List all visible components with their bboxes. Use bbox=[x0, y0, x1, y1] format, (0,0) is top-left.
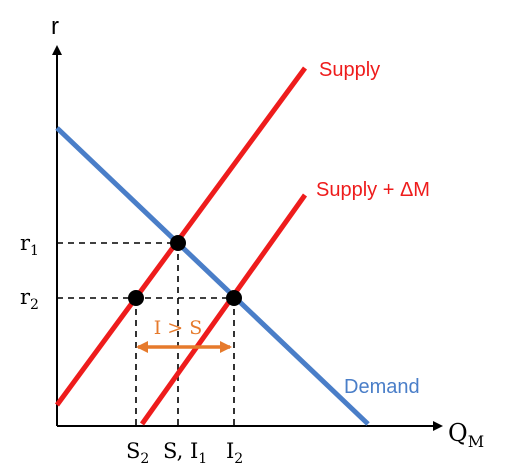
x-tick-s2-base: S bbox=[126, 439, 140, 463]
x-tick-i2: I2 bbox=[226, 439, 243, 467]
y-tick-r1-sub: 1 bbox=[30, 243, 39, 259]
y-tick-r2-base: r bbox=[20, 285, 31, 309]
point-s2 bbox=[128, 290, 144, 306]
y-axis-label: r bbox=[51, 13, 59, 40]
x-tick-s-i1: S, I1 bbox=[163, 439, 207, 467]
supply-label: Supply bbox=[319, 59, 380, 81]
y-tick-r2-sub: 2 bbox=[30, 297, 39, 313]
x-tick-i2-sub: 2 bbox=[234, 451, 243, 467]
x-axis-label-sub: M bbox=[468, 432, 484, 451]
demand-label: Demand bbox=[344, 376, 420, 398]
x-tick-s2-sub: 2 bbox=[140, 451, 149, 467]
supply-shift-curve bbox=[139, 193, 308, 426]
x-tick-i2-base: I bbox=[226, 439, 234, 463]
supply-shift-label: Supply + ΔM bbox=[316, 179, 430, 201]
demand-curve bbox=[55, 126, 370, 426]
y-tick-r1: r1 bbox=[20, 231, 39, 259]
equilibrium-point-1 bbox=[170, 235, 186, 251]
x-axis-label: QM bbox=[448, 419, 484, 451]
excess-investment-label: I > S bbox=[154, 317, 203, 339]
x-tick-s2: S2 bbox=[126, 439, 149, 467]
y-tick-r1-base: r bbox=[20, 231, 31, 255]
y-tick-r2: r2 bbox=[20, 285, 39, 313]
x-tick-s-i1-base: S, I bbox=[163, 439, 198, 463]
x-tick-s-i1-sub: 1 bbox=[198, 451, 207, 467]
equilibrium-point-2 bbox=[226, 290, 242, 306]
x-axis-label-base: Q bbox=[448, 419, 468, 447]
